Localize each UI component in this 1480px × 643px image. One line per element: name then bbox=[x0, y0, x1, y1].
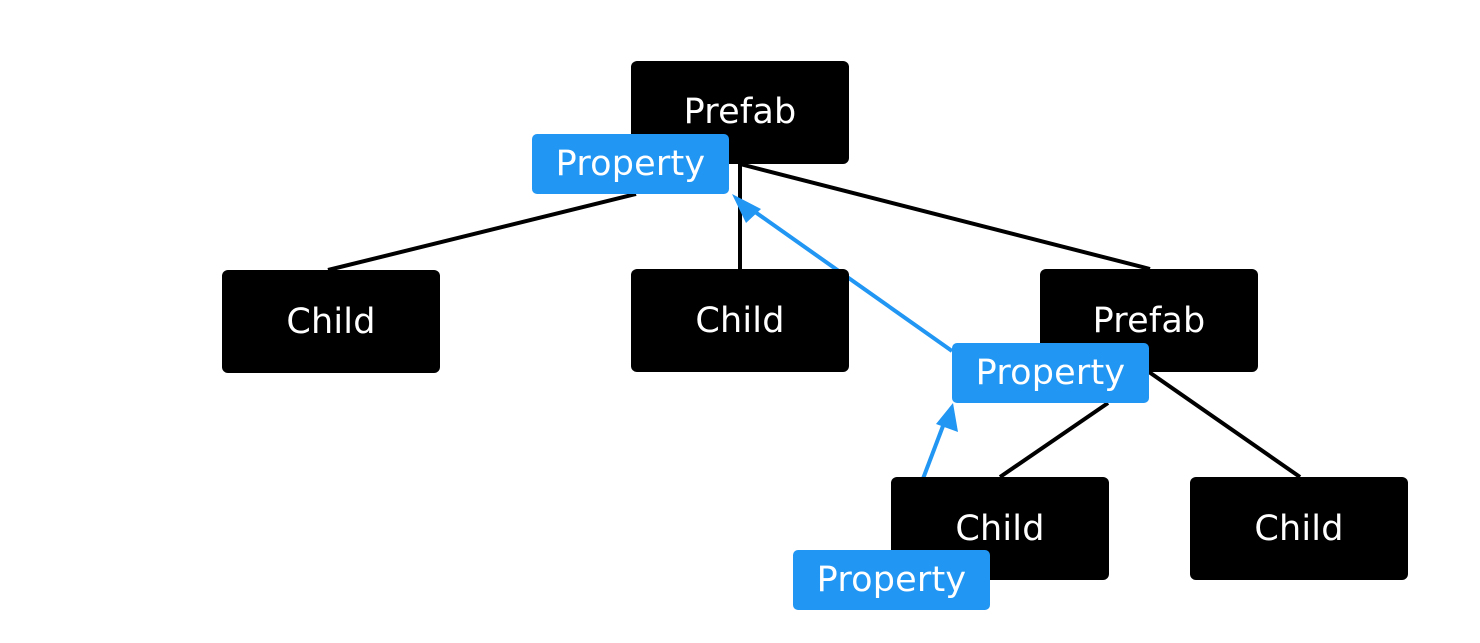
property-root-label: Property bbox=[555, 144, 706, 184]
child-1-label: Child bbox=[286, 301, 376, 342]
child-3-label: Child bbox=[955, 508, 1045, 549]
property-badge-root[interactable]: Property bbox=[532, 134, 729, 194]
property-badge-child[interactable]: Property bbox=[793, 550, 990, 610]
property-nested-label: Property bbox=[975, 353, 1126, 393]
edge-prefab-root-to-child-1 bbox=[327, 192, 637, 272]
prefab-nested-label: Prefab bbox=[1092, 300, 1206, 341]
child-2-label: Child bbox=[695, 300, 785, 341]
child-node-1[interactable]: Child bbox=[222, 270, 440, 373]
edge-prefab-nested-to-child-3 bbox=[998, 401, 1110, 479]
arrowhead-property-root bbox=[732, 194, 761, 223]
child-4-label: Child bbox=[1254, 508, 1344, 549]
child-node-3[interactable]: Child bbox=[891, 477, 1109, 580]
prefab-root-label: Prefab bbox=[683, 91, 797, 132]
edge-prefab-root-to-prefab-nested bbox=[739, 162, 1151, 271]
edge-prefab-nested-to-child-4 bbox=[1147, 370, 1302, 479]
child-node-2[interactable]: Child bbox=[631, 269, 849, 372]
arrowhead-property-nested bbox=[936, 403, 958, 432]
property-badge-nested[interactable]: Property bbox=[952, 343, 1149, 403]
child-node-4[interactable]: Child bbox=[1190, 477, 1408, 580]
property-child-label: Property bbox=[816, 560, 967, 600]
